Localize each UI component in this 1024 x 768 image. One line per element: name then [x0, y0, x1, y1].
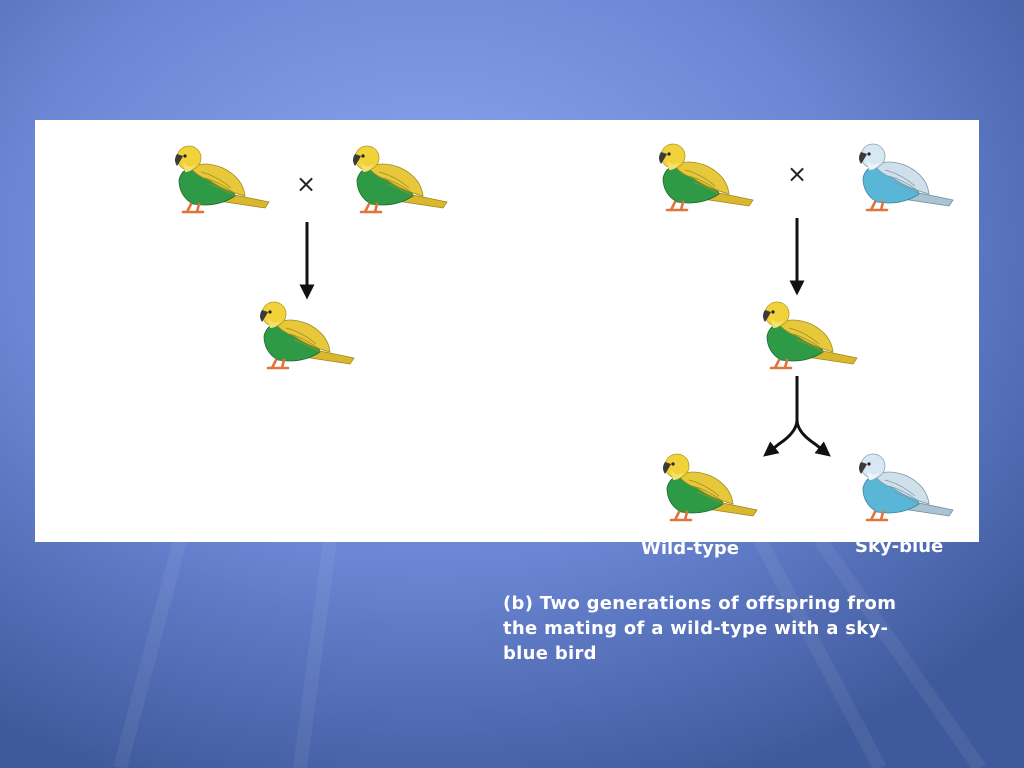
cross-symbol: × [787, 160, 807, 188]
wild-type-bird-icon [258, 300, 356, 370]
cross-symbol: × [296, 170, 316, 198]
wild-type-bird-icon [661, 452, 759, 522]
wild-type-bird-icon [657, 142, 755, 212]
split-arrow-icon [763, 376, 831, 457]
diagram-panel: × × [35, 120, 979, 542]
crossing-diagram: × × [173, 142, 955, 522]
wild-type-bird-icon [351, 144, 449, 214]
wild-type-bird-icon [173, 144, 271, 214]
wild-type-label: Wild-type [641, 538, 739, 559]
wild-type-bird-icon [761, 300, 859, 370]
figure-caption: (b) Two generations of offspring from th… [503, 593, 897, 664]
sky-blue-label: Sky-blue [855, 536, 944, 557]
sky-blue-bird-icon [857, 452, 955, 522]
sky-blue-bird-icon [857, 142, 955, 212]
